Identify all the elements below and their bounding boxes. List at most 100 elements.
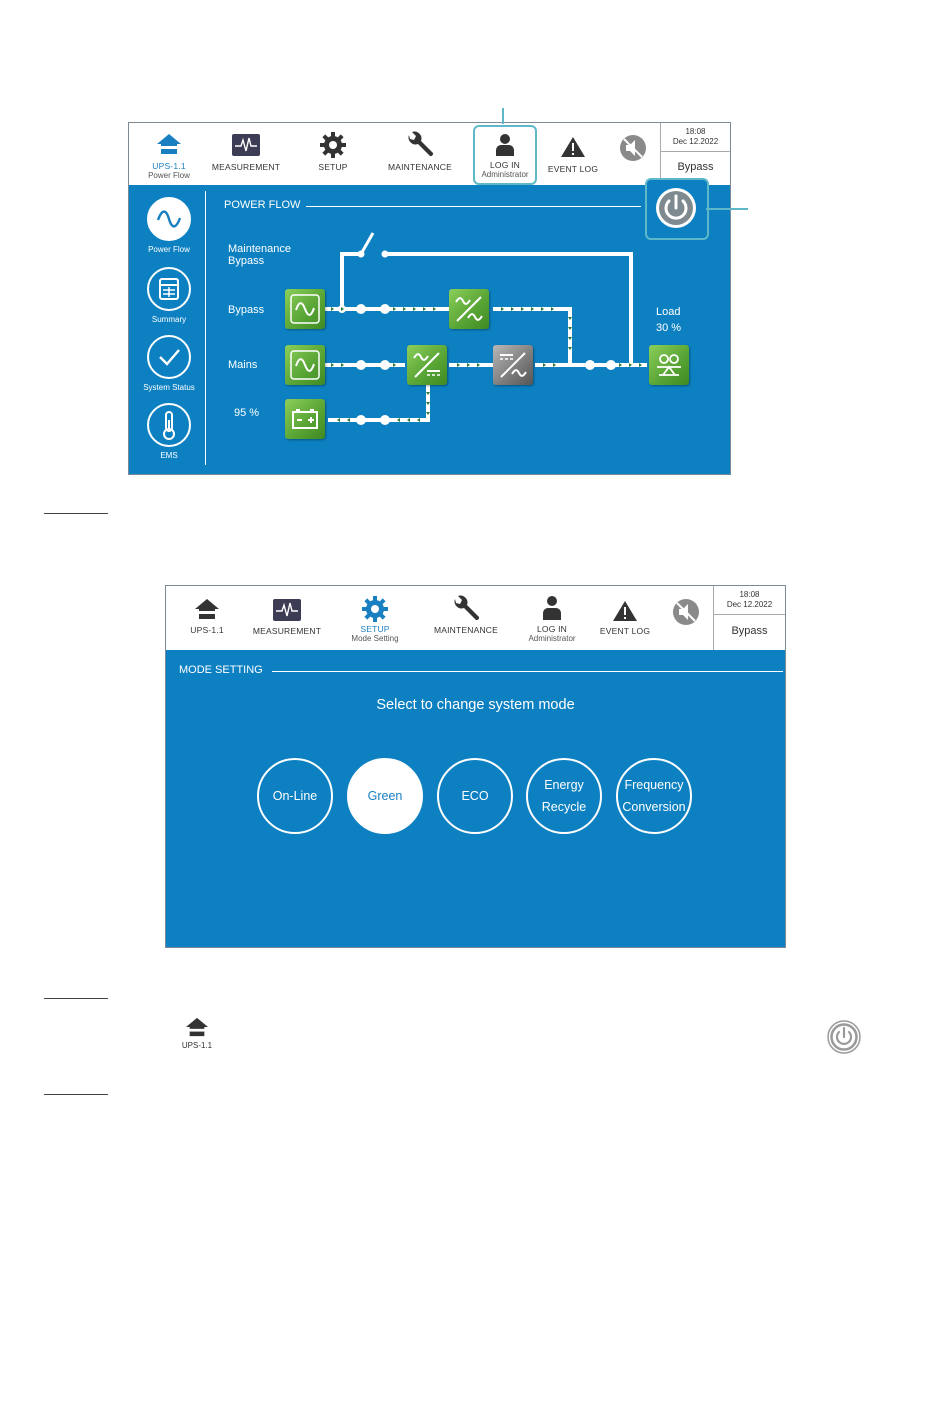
- thermometer-icon: [147, 403, 191, 447]
- nav-setup[interactable]: SETUP Mode Setting: [344, 595, 406, 643]
- step-separator: [44, 1094, 108, 1095]
- ac-source-icon: [290, 294, 320, 324]
- mode-green-button[interactable]: Green: [347, 758, 423, 834]
- load-label: Load: [656, 306, 681, 318]
- nav-maintenance-label: MAINTENANCE: [387, 162, 453, 172]
- nav-maintenance[interactable]: MAINTENANCE: [428, 595, 504, 635]
- mute-icon[interactable]: [672, 598, 700, 626]
- nav-maintenance[interactable]: MAINTENANCE: [383, 131, 457, 172]
- load-output[interactable]: [649, 345, 689, 385]
- rectifier[interactable]: [407, 345, 447, 385]
- system-mode: Bypass: [731, 625, 768, 637]
- nav-home-label: UPS-1.1: [190, 625, 224, 635]
- warning-icon: [613, 601, 637, 621]
- mode-label: ECO: [461, 789, 489, 803]
- sidebar-item-ems[interactable]: EMS: [137, 403, 201, 460]
- nav-login[interactable]: LOG IN Administrator: [520, 595, 584, 643]
- mode-eco-button[interactable]: ECO: [437, 758, 513, 834]
- user-icon: [496, 134, 514, 156]
- sidebar-label: Power Flow: [148, 245, 190, 254]
- home-icon: [157, 134, 181, 154]
- gear-icon: [362, 596, 388, 622]
- ac-ac-icon: [455, 296, 483, 322]
- nav-measurement[interactable]: MEASUREMENT: [248, 599, 326, 636]
- mode-energy-recycle-button[interactable]: Energy Recycle: [526, 758, 602, 834]
- inverter[interactable]: [493, 345, 533, 385]
- sidebar-divider: [205, 191, 206, 465]
- step-separator: [44, 513, 108, 514]
- mode-label-line2: Conversion: [622, 800, 686, 814]
- mode-frequency-conversion-button[interactable]: Frequency Conversion: [616, 758, 692, 834]
- battery-icon: [292, 409, 318, 429]
- top-nav: UPS-1.1 Power Flow MEASUREMENT: [129, 123, 730, 185]
- nav-event-log-label: EVENT LOG: [599, 626, 651, 636]
- nav-home-label: UPS-1.1: [152, 161, 186, 171]
- power-flow-body: Power Flow Summary System Status: [129, 178, 730, 474]
- login-callout-line: [502, 108, 504, 124]
- nav-event-log[interactable]: EVENT LOG: [543, 136, 603, 174]
- section-title: MODE SETTING: [179, 664, 263, 676]
- sidebar-item-system-status[interactable]: System Status: [135, 335, 203, 392]
- nav-login[interactable]: LOG IN Administrator: [473, 125, 537, 185]
- sidebar-item-power-flow[interactable]: Power Flow: [137, 197, 201, 254]
- mode-prompt: Select to change system mode: [376, 697, 575, 713]
- nav-event-log[interactable]: EVENT LOG: [594, 600, 656, 636]
- section-title-rule: [272, 671, 783, 672]
- nav-measurement[interactable]: MEASUREMENT: [209, 134, 283, 172]
- waveform-icon: [273, 599, 301, 621]
- nav-login-label: LOG IN: [489, 160, 520, 170]
- nav-event-log-label: EVENT LOG: [547, 164, 599, 174]
- power-flow-screen: UPS-1.1 Power Flow MEASUREMENT: [128, 122, 731, 475]
- clock-panel: 18:08 Dec 12.2022 Bypass: [660, 123, 730, 185]
- nav-setup[interactable]: SETUP: [305, 131, 361, 172]
- top-nav: UPS-1.1 MEASUREMENT: [166, 586, 785, 650]
- mode-online-button[interactable]: On-Line: [257, 758, 333, 834]
- battery[interactable]: [285, 399, 325, 439]
- inverter-icon: [500, 352, 527, 378]
- nav-setup-label: SETUP: [360, 624, 390, 634]
- wrench-icon: [454, 595, 480, 621]
- bypass-source[interactable]: [285, 289, 325, 329]
- nav-measurement-label: MEASUREMENT: [252, 626, 322, 636]
- nav-login-sub: Administrator: [528, 634, 576, 643]
- gear-icon: [320, 132, 346, 158]
- sidebar-label: EMS: [160, 451, 178, 460]
- nav-home[interactable]: UPS-1.1 Power Flow: [141, 132, 197, 180]
- mode-label-line1: Frequency: [624, 778, 684, 792]
- wrench-icon: [408, 131, 434, 157]
- home-icon: [186, 1017, 208, 1037]
- check-icon: [147, 335, 191, 379]
- power-flow-diagram: [325, 232, 647, 425]
- maintenance-label-line1: Maintenance: [228, 243, 291, 255]
- inline-home-label: UPS-1.1: [181, 1041, 213, 1050]
- maintenance-bypass-label: Maintenance Bypass: [228, 243, 291, 267]
- nav-login-sub: Administrator: [481, 170, 529, 179]
- bypass-label: Bypass: [228, 304, 265, 316]
- battery-percentage: 95 %: [234, 407, 260, 419]
- power-callout-line: [706, 208, 748, 210]
- mode-setting-screen: UPS-1.1 MEASUREMENT: [165, 585, 786, 948]
- clock-date: Dec 12.2022: [672, 137, 719, 146]
- mode-label-line2: Recycle: [541, 800, 587, 814]
- mains-source[interactable]: [285, 345, 325, 385]
- sidebar-label: Summary: [151, 315, 187, 324]
- nav-setup-sub: Mode Setting: [351, 634, 399, 643]
- nav-home[interactable]: UPS-1.1: [180, 597, 234, 635]
- nav-maintenance-label: MAINTENANCE: [433, 625, 499, 635]
- power-icon[interactable]: [654, 186, 698, 230]
- nav-home-sub: Power Flow: [148, 171, 190, 180]
- nav-measurement-label: MEASUREMENT: [211, 162, 281, 172]
- nav-setup-label: SETUP: [318, 162, 348, 172]
- clock-time: 18:08: [739, 590, 760, 599]
- user-icon: [543, 596, 561, 620]
- load-percentage: 30 %: [656, 322, 682, 334]
- ac-source-icon: [290, 350, 320, 380]
- section-title: POWER FLOW: [224, 199, 301, 211]
- mode-label: On-Line: [272, 789, 318, 803]
- mute-icon[interactable]: [619, 134, 647, 162]
- clock-datetime: 18:08 Dec 12.2022: [714, 586, 785, 615]
- sidebar-item-summary[interactable]: Summary: [137, 267, 201, 324]
- inline-home-reference: UPS-1.1: [178, 1016, 216, 1050]
- clock-datetime: 18:08 Dec 12.2022: [661, 123, 730, 152]
- static-bypass-switch[interactable]: [449, 289, 489, 329]
